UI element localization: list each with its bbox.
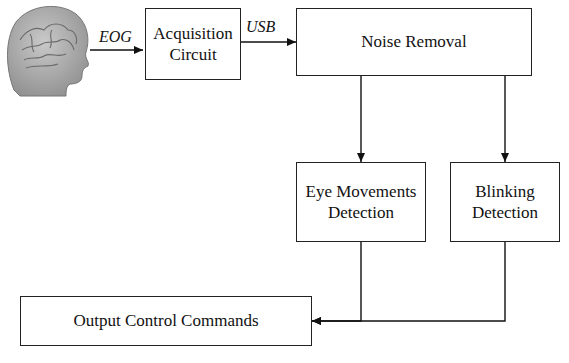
flow-arrow [312,242,361,321]
process-box: Noise Removal [296,8,532,76]
box-text: Acquisition Circuit [152,23,234,66]
process-box: Blinking Detection [450,162,560,242]
box-text: Noise Removal [361,31,466,52]
process-box: Acquisition Circuit [145,8,241,80]
box-text: Output Control Commands [73,310,258,331]
signal-label: EOG [97,28,134,46]
box-text: Eye Movements Detection [303,181,419,224]
box-text: Blinking Detection [457,181,553,224]
signal-label: USB [244,18,277,36]
flow-arrow [504,76,505,162]
flow-arrow [360,76,361,162]
process-box: Output Control Commands [20,296,312,346]
flow-arrow [312,242,505,321]
flow-arrow [241,41,296,42]
process-box: Eye Movements Detection [296,162,426,242]
